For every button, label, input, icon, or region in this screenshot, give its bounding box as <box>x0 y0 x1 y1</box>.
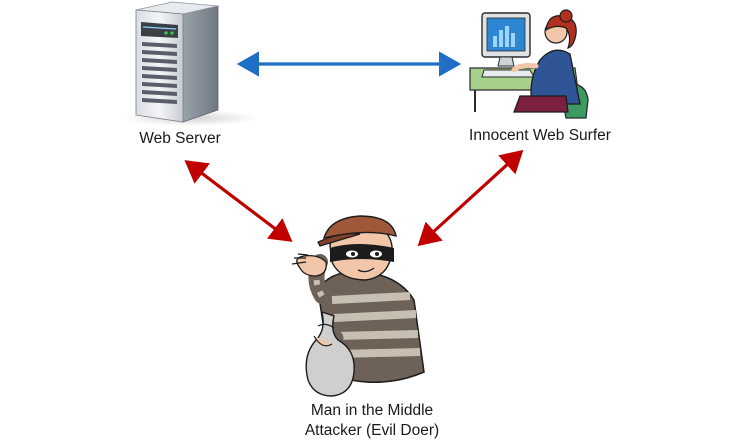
attacker-label-line-2: Attacker (Evil Doer) <box>304 422 440 439</box>
masked-thief-icon <box>291 215 425 397</box>
web-server-label: Web Server <box>139 130 221 147</box>
person-at-computer-icon <box>469 9 589 119</box>
surfer-attacker-arrow <box>417 149 524 247</box>
innocent-web-surfer-label: Innocent Web Surfer <box>469 127 611 144</box>
server-tower-icon <box>122 1 258 126</box>
server-attacker-arrow <box>184 160 293 242</box>
attacker-label-line-1: Man in the Middle <box>310 402 434 419</box>
attacker-label: Man in the Middle Attacker (Evil Doer) <box>272 401 472 441</box>
